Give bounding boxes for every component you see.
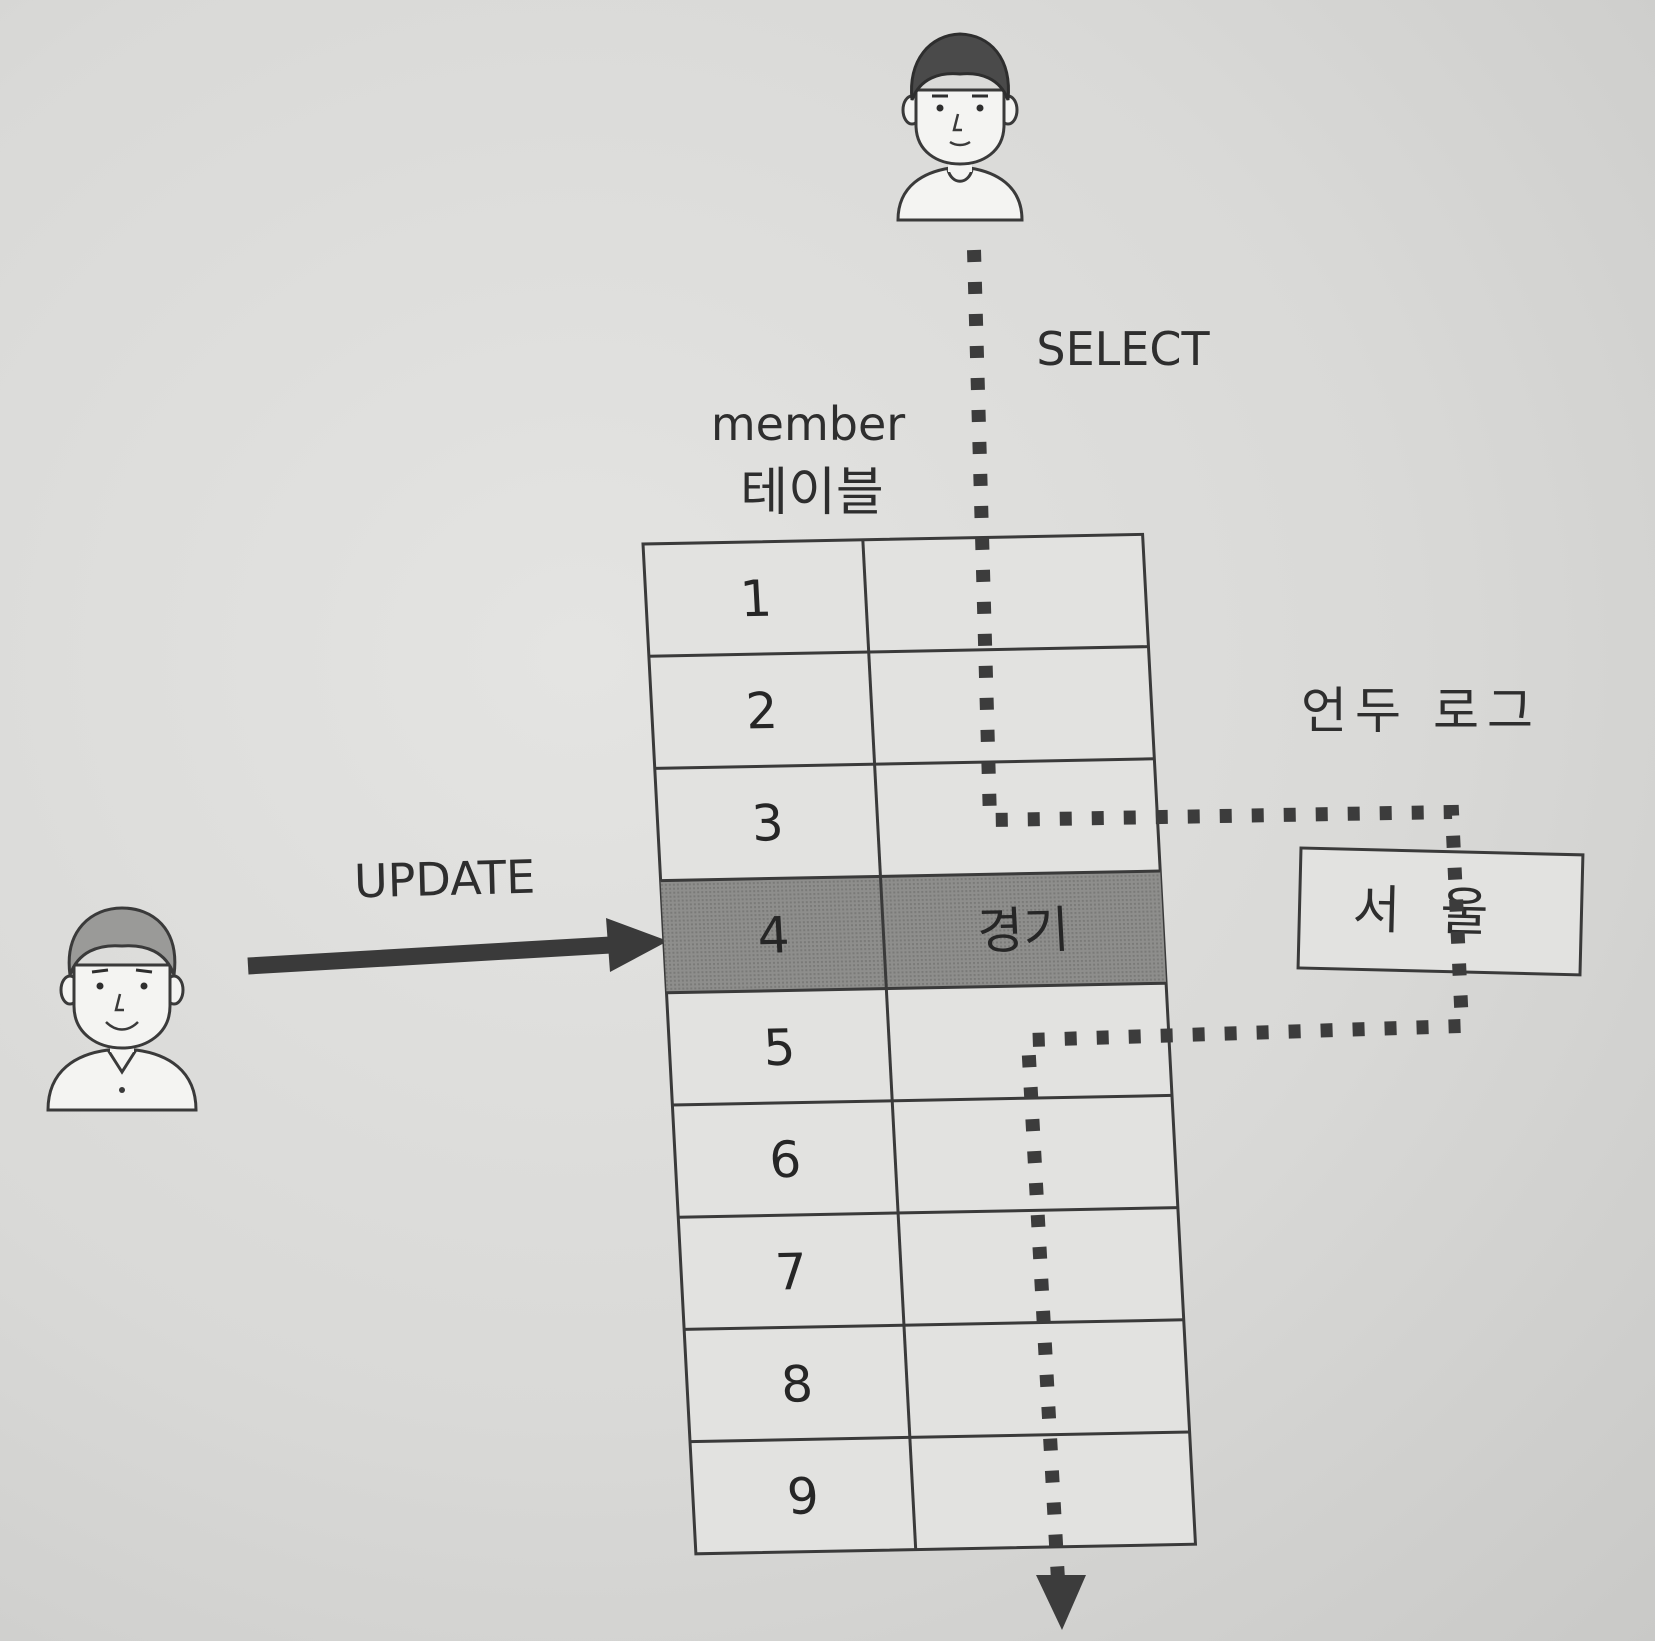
- table-row-divider: [684, 1318, 1184, 1331]
- table-row-id: 1: [738, 570, 773, 629]
- table-row-id: 2: [744, 682, 779, 741]
- table-row-id: 7: [774, 1243, 809, 1302]
- table-row-divider: [648, 645, 1149, 658]
- table-name-line2: 테이블: [740, 463, 884, 523]
- table-name-line1: member: [711, 397, 905, 451]
- undo-log-box: 서울: [1296, 846, 1585, 977]
- highlighted-row-background: [660, 871, 1167, 993]
- table-row-id: 4: [756, 906, 791, 965]
- update-arrow: [247, 918, 668, 975]
- undo-log-label: 언두 로그: [1301, 682, 1541, 740]
- table-row-id: 8: [780, 1355, 815, 1414]
- table-row-id: 6: [768, 1131, 803, 1190]
- select-label: SELECT: [1036, 322, 1210, 376]
- update-user-person-icon: [46, 906, 198, 1112]
- table-row-divider: [654, 757, 1155, 770]
- table-row-divider: [678, 1206, 1178, 1219]
- table-row-divider: [689, 1430, 1190, 1444]
- select-path-arrowhead: [1036, 1575, 1086, 1630]
- table-row-id: 9: [786, 1467, 821, 1526]
- table-row-divider: [660, 869, 1161, 883]
- table-row-divider: [672, 1093, 1173, 1107]
- table-row-id: 5: [762, 1019, 797, 1078]
- member-table: 1 2 3 4 경기 5 6 7 8 9: [641, 532, 1198, 1556]
- update-label: UPDATE: [353, 850, 535, 909]
- undo-log-value: 서울: [1352, 880, 1529, 944]
- table-row-value: 경기: [976, 901, 1071, 961]
- select-user-person-icon: [896, 32, 1024, 222]
- select-read-path: [967, 249, 1470, 1581]
- table-row-divider: [666, 981, 1167, 995]
- table-row-id: 3: [750, 794, 785, 853]
